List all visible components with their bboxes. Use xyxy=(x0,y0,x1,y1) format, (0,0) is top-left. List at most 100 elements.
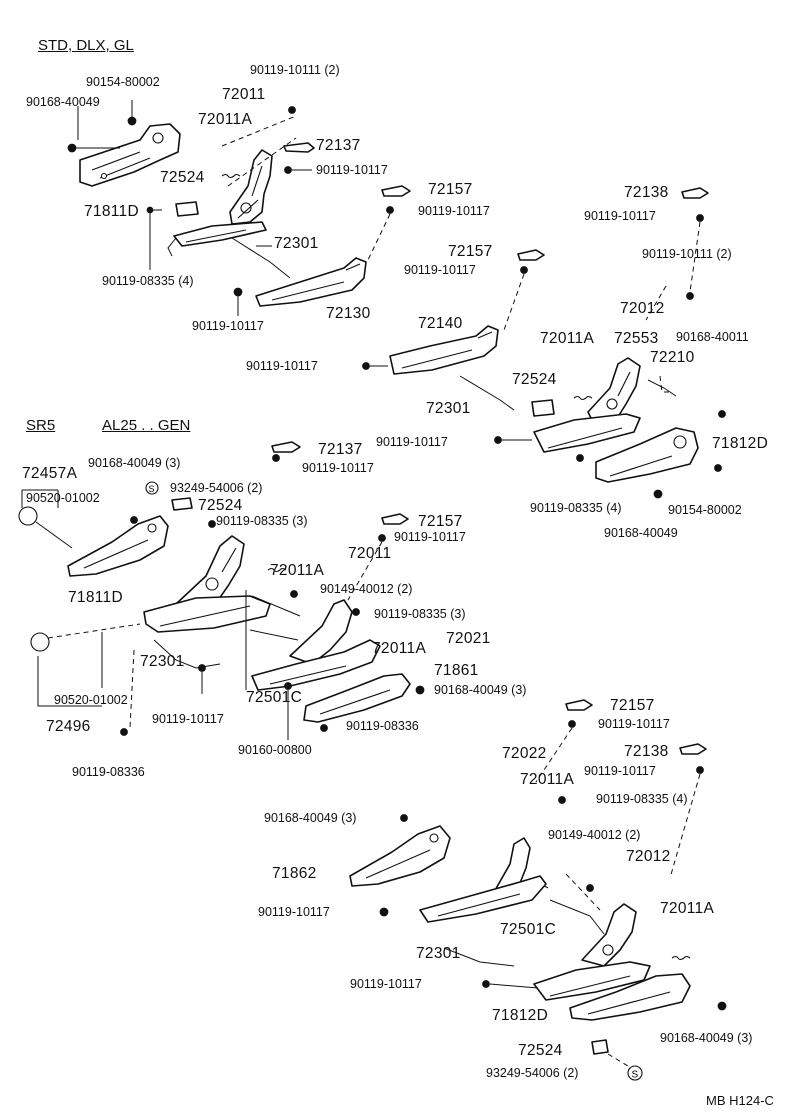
label-90160-00800: 90160-00800 xyxy=(238,743,312,757)
label-90168-40049-3-a: 90168-40049 (3) xyxy=(88,456,181,470)
label-90119-10117-b: 90119-10117 xyxy=(418,204,490,218)
label-90154-80002-b: 90154-80002 xyxy=(668,503,742,517)
label-90119-08335-3-a: 90119-08335 (3) xyxy=(216,514,308,528)
s-marker-2: S xyxy=(631,1067,638,1077)
label-72301-a: 72301 xyxy=(274,235,319,252)
label-72496: 72496 xyxy=(46,718,91,735)
label-90119-10117-c: 90119-10117 xyxy=(192,319,264,333)
seat-cover-71812D-top xyxy=(595,427,699,483)
knob-72524-low xyxy=(591,1039,609,1055)
label-71811D-b: 71811D xyxy=(68,589,123,606)
label-72011A-e: 72011A xyxy=(520,771,575,788)
label-72524-c: 72524 xyxy=(198,497,243,514)
recliner-72011-top xyxy=(229,149,273,225)
rail-72021-base xyxy=(251,639,381,691)
lever-72137-sr5 xyxy=(271,441,301,453)
label-72501C-a: 72501C xyxy=(246,689,303,706)
lever-72157-top xyxy=(381,185,411,197)
label-90119-10117-f: 90119-10117 xyxy=(246,359,318,373)
label-72022: 72022 xyxy=(502,745,547,762)
label-72301-c: 72301 xyxy=(140,653,185,670)
lever-72138-top xyxy=(681,187,709,199)
label-72501C-b: 72501C xyxy=(500,921,557,938)
label-90119-08336-b: 90119-08336 xyxy=(72,765,145,779)
label-93249-54006-2-a: 93249-54006 (2) xyxy=(170,481,263,495)
label-90168-40011: 90168-40011 xyxy=(676,330,749,344)
section-std-dlx-gl: STD, DLX, GL xyxy=(38,37,134,54)
label-72157-a: 72157 xyxy=(428,181,473,198)
knob-72524-mid xyxy=(531,399,555,417)
rail-72130-top xyxy=(173,221,267,247)
label-90149-40012-2-a: 90149-40012 (2) xyxy=(320,582,413,596)
frame-sr5 xyxy=(143,595,271,633)
label-90168-40049-b: 90168-40049 xyxy=(604,526,678,540)
label-72011A-c: 72011A xyxy=(270,562,325,579)
rail-72022-base xyxy=(419,875,547,923)
label-90119-10117-a: 90119-10117 xyxy=(316,163,388,177)
label-90119-10117-j: 90119-10117 xyxy=(152,712,224,726)
seat-cover-71811D-sr5 xyxy=(67,515,169,577)
label-72524-d: 72524 xyxy=(518,1042,563,1059)
lever-72157-low xyxy=(565,699,593,711)
label-72157-d: 72157 xyxy=(610,697,655,714)
label-90119-08335-4-c: 90119-08335 (4) xyxy=(596,792,688,806)
seat-cover-71861 xyxy=(303,673,411,723)
label-71812D-b: 71812D xyxy=(492,1007,549,1024)
lever-72157-mid xyxy=(517,249,545,261)
seat-cover-71812D-low xyxy=(569,973,691,1021)
lever-72137-top xyxy=(283,142,315,153)
label-72457A: 72457A xyxy=(22,465,78,482)
label-72524-b: 72524 xyxy=(512,371,557,388)
lever-72138-low xyxy=(679,743,707,755)
label-72157-b: 72157 xyxy=(448,243,493,260)
group-sr5: S xyxy=(18,441,425,740)
label-72140: 72140 xyxy=(418,315,463,332)
label-72011-a: 72011 xyxy=(222,86,266,103)
label-93249-54006-2-b: 93249-54006 (2) xyxy=(486,1066,579,1080)
label-90119-08336-a: 90119-08336 xyxy=(346,719,419,733)
knob-72524-top xyxy=(175,201,199,217)
label-72021: 72021 xyxy=(446,630,491,647)
label-72301-b: 72301 xyxy=(426,400,471,417)
label-90119-10117-k: 90119-10117 xyxy=(598,717,670,731)
label-90520-01002-b: 90520-01002 xyxy=(54,693,128,707)
label-72138-a: 72138 xyxy=(624,184,669,201)
label-90168-40049-3-c: 90168-40049 (3) xyxy=(264,811,357,825)
label-90119-10117-g: 90119-10117 xyxy=(376,435,448,449)
label-72012-b: 72012 xyxy=(626,848,671,865)
seat-cover-71862 xyxy=(349,825,451,887)
label-72011A-d: 72011A xyxy=(372,640,427,657)
label-90119-08335-4-b: 90119-08335 (4) xyxy=(530,501,622,515)
label-72138-b: 72138 xyxy=(624,743,669,760)
rail-72140 xyxy=(389,325,499,375)
section-al25-gen: AL25 . . GEN xyxy=(102,417,191,434)
group-lower-right: S xyxy=(349,699,727,1081)
rail-72130-lower xyxy=(255,257,367,307)
label-72130: 72130 xyxy=(326,305,371,322)
label-90154-80002-a: 90154-80002 xyxy=(86,75,160,89)
recliner-72012-low xyxy=(581,903,637,967)
s-marker-glyph-1: S xyxy=(149,484,155,494)
s-marker-1: S xyxy=(149,483,155,492)
label-90119-08335-4-a: 90119-08335 (4) xyxy=(102,274,194,288)
label-72301-d: 72301 xyxy=(416,945,461,962)
label-90520-01002-a: 90520-01002 xyxy=(26,491,100,505)
label-71861: 71861 xyxy=(434,662,479,679)
cap-72457A xyxy=(18,506,38,526)
label-71812D-a: 71812D xyxy=(712,435,769,452)
label-72137-b: 72137 xyxy=(318,441,363,458)
label-72012-a: 72012 xyxy=(620,300,665,317)
knob-72524-sr5 xyxy=(171,497,193,511)
label-72157-c: 72157 xyxy=(418,513,463,530)
label-72137-a: 72137 xyxy=(316,137,361,154)
label-90149-40012-2-b: 90149-40012 (2) xyxy=(548,828,641,842)
label-72524-a: 72524 xyxy=(160,169,205,186)
label-90119-08335-3-b: 90119-08335 (3) xyxy=(374,607,466,621)
label-90119-10117-e: 90119-10117 xyxy=(584,209,656,223)
label-90168-40049-3-b: 90168-40049 (3) xyxy=(434,683,527,697)
label-72011A-a: 72011A xyxy=(198,111,253,128)
label-90168-40049-3-d: 90168-40049 (3) xyxy=(660,1031,753,1045)
section-sr5: SR5 xyxy=(26,417,56,434)
